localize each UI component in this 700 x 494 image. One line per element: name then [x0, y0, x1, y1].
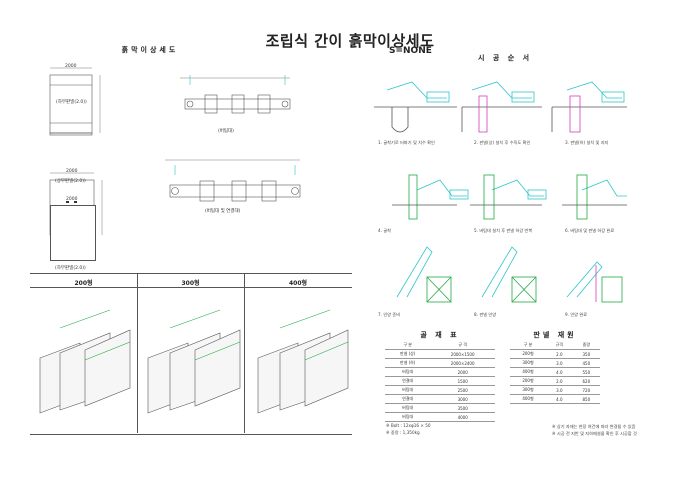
materials-header-0: 구 분	[385, 341, 431, 350]
step-9-caption: 9. 인양 완료	[565, 312, 588, 317]
table-row: 판넬 (하)2000×2400	[385, 358, 495, 368]
step-5-caption: 5. 버팀대 설치 후 판넬 하강 반복	[474, 228, 533, 233]
weight-header-2: 중량	[572, 341, 600, 350]
right-section-title: 시 공 순 서	[477, 54, 533, 62]
materials-cell: 2500	[430, 385, 495, 395]
materials-header-1: 규 격	[430, 341, 495, 350]
materials-cell: 4000	[430, 412, 495, 422]
panel-lower-view	[50, 205, 96, 261]
weight-cell: 2.0	[545, 376, 573, 386]
construction-steps-drawing	[374, 81, 627, 303]
weight-cell: 4.0	[545, 394, 573, 404]
weight-header-0: 구 분	[510, 341, 546, 350]
weight-cell: 350	[572, 349, 600, 359]
materials-cell: 판넬 (하)	[385, 358, 431, 368]
scale-label: S=NONE	[389, 46, 432, 56]
weight-cell: 620	[572, 376, 600, 386]
weight-cell: 400형	[510, 394, 546, 404]
weight-cell: 200형	[510, 376, 546, 386]
materials-title: 골 재 표	[420, 331, 460, 339]
step-8-caption: 8. 판넬 인양	[474, 312, 497, 317]
iso-drawings	[39, 309, 349, 414]
iso-col-divider-2	[244, 273, 245, 433]
weight-title: 판넬 재원	[533, 331, 577, 339]
weight-header-1: 규격	[545, 341, 573, 350]
materials-cell: 버팀대	[385, 385, 431, 395]
dim-c: 2000	[66, 197, 78, 202]
detail-views-drawing	[49, 67, 301, 236]
materials-table: 구 분 규 격 판넬 (상)2000×1500 판넬 (하)2000×2400 …	[385, 341, 495, 422]
weight-cell: 200형	[510, 349, 546, 359]
weight-cell: 300형	[510, 385, 546, 395]
materials-cell: 버팀대	[385, 367, 431, 377]
materials-cell: 3500	[430, 403, 495, 413]
weight-cell: 550	[572, 367, 600, 377]
step-1-caption: 1. 굴착기로 터파기 및 치수 확인	[378, 140, 435, 145]
weight-cell: 3.0	[545, 385, 573, 395]
materials-cell: 연결대	[385, 394, 431, 404]
weight-cell: 400형	[510, 367, 546, 377]
panel-side-label: (하부판넬(2.0))	[55, 266, 86, 271]
assembly-label: (버팀대 및 연결대)	[205, 209, 241, 214]
panel-front-label: (하부판넬(2.0))	[56, 100, 87, 105]
table-row: 판넬 (상)2000×1500	[385, 349, 495, 359]
weight-cell: 450	[572, 358, 600, 368]
materials-cell: 연결대	[385, 376, 431, 386]
iso-table	[30, 273, 352, 435]
step-2-caption: 2. 판넬(상) 설치 후 수직도 확인	[474, 140, 531, 145]
materials-note-2: ※ 중량 : 1,350kg	[386, 430, 420, 435]
materials-cell: 판넬 (상)	[385, 349, 431, 359]
step-4-caption: 4. 굴착	[378, 228, 392, 233]
step-3-caption: 3. 판넬(하) 설치 및 지지	[565, 140, 609, 145]
materials-note-1: ※ Bolt : 12xφ16 × 50	[386, 423, 431, 428]
materials-cell: 2000	[430, 367, 495, 377]
step-6-caption: 6. 버팀대 및 판넬 하강 완료	[565, 228, 615, 233]
materials-cell: 버팀대	[385, 403, 431, 413]
strut-label: (버팀대)	[218, 129, 234, 134]
weight-cell: 300형	[510, 358, 546, 368]
materials-cell: 2000×2400	[430, 358, 495, 368]
materials-header-row: 구 분 규 격	[385, 341, 495, 350]
iso-table-divider	[30, 287, 352, 288]
dim-a: 2000	[65, 64, 77, 69]
iso-col-divider-1	[137, 273, 138, 433]
materials-cell: 3000	[430, 394, 495, 404]
left-section-title: 흙막이상세도	[121, 46, 179, 54]
materials-cell: 버팀대	[385, 412, 431, 422]
materials-cell: 2000×1500	[430, 349, 495, 359]
weight-cell: 3.0	[545, 358, 573, 368]
iso-header-400: 400형	[288, 280, 308, 287]
weight-cell: 2.0	[545, 349, 573, 359]
iso-header-200: 200형	[74, 280, 93, 287]
page-title: 조립식 간이 흙막이상세도	[265, 32, 435, 50]
weight-cell: 720	[572, 385, 600, 395]
weight-header-row: 구 분 규격 중량	[510, 341, 600, 350]
dim-b: 2000	[66, 169, 78, 174]
materials-cell: 1500	[430, 376, 495, 386]
weight-cell: 850	[572, 394, 600, 404]
iso-header-300: 300형	[181, 280, 200, 287]
step-7-caption: 7. 인양 준비	[378, 312, 401, 317]
weight-note-1: ※ 상기 자재는 현장 여건에 따라 변경될 수 있음	[552, 424, 636, 429]
weight-cell: 4.0	[545, 367, 573, 377]
weight-note-2: ※ 시공 전 지반 및 지하매설물 확인 후 시공할 것	[552, 431, 637, 436]
panel-mid-label: (상부판넬(2.0))	[55, 179, 86, 184]
